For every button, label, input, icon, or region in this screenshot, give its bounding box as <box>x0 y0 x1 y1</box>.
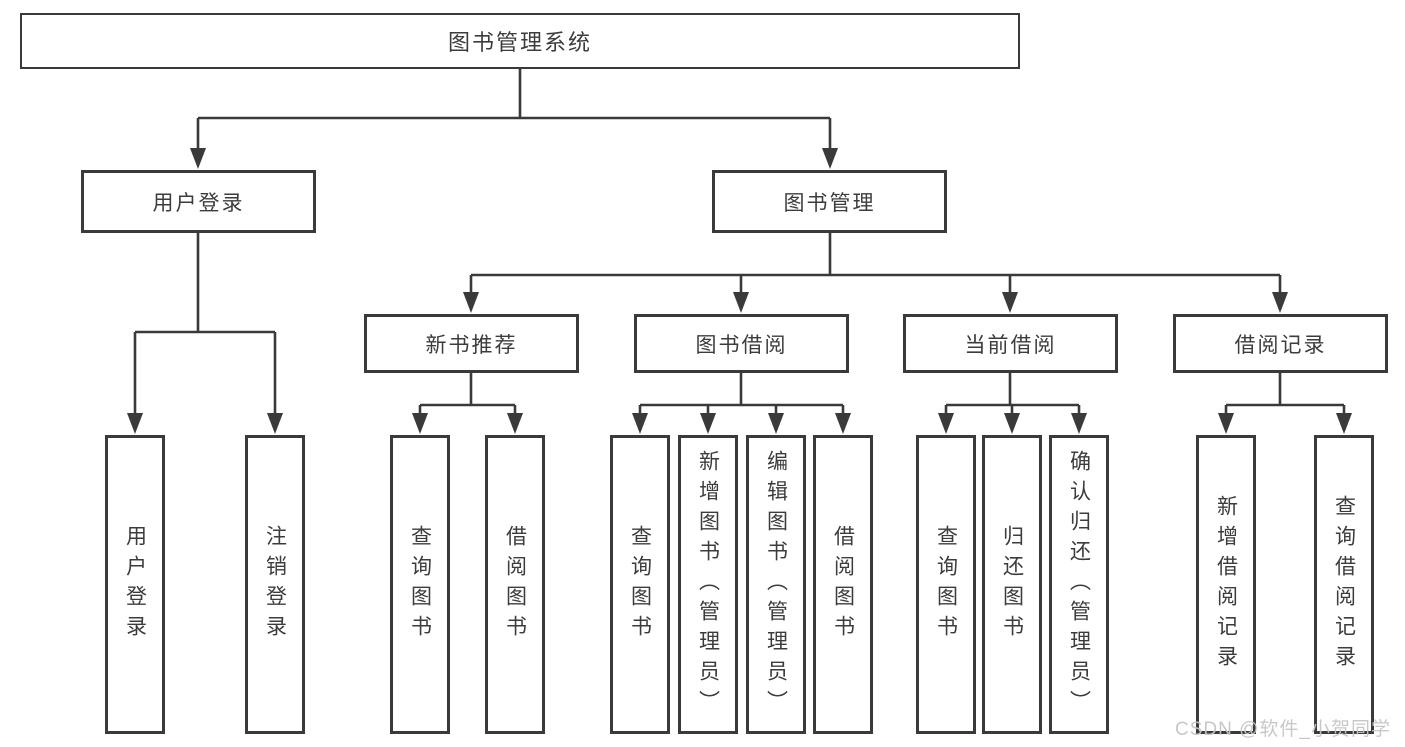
csdn-watermark: CSDN @软件_小贺同学 <box>1175 719 1391 740</box>
leaf-query-books-current: 查询图书 <box>916 435 976 734</box>
leaf-user-login-label: 用户登录 <box>123 524 147 645</box>
leaf-return-book-label: 归还图书 <box>1000 524 1024 645</box>
leaf-query-books-borrow: 查询图书 <box>610 435 670 734</box>
leaf-user-login: 用户登录 <box>105 435 165 734</box>
leaf-query-books-recommend: 查询图书 <box>390 435 450 734</box>
node-book-borrow: 图书借阅 <box>634 314 849 373</box>
leaf-add-book-admin-label: 新增图书（管理员） <box>696 449 720 720</box>
node-current-borrow: 当前借阅 <box>903 314 1118 373</box>
leaf-query-borrow-record-label: 查询借阅记录 <box>1332 494 1356 675</box>
leaf-borrow-books: 借阅图书 <box>813 435 873 734</box>
leaf-add-borrow-record-label: 新增借阅记录 <box>1214 494 1238 675</box>
leaf-edit-book-admin: 编辑图书（管理员） <box>746 435 806 734</box>
leaf-edit-book-admin-label: 编辑图书（管理员） <box>764 449 788 720</box>
node-book-management-label: 图书管理 <box>783 191 876 215</box>
leaf-logout-label: 注销登录 <box>263 524 287 645</box>
leaf-borrow-books-recommend: 借阅图书 <box>485 435 545 734</box>
node-borrow-records-label: 借阅记录 <box>1234 333 1327 357</box>
leaf-query-books-borrow-label: 查询图书 <box>628 524 652 645</box>
node-root-label: 图书管理系统 <box>447 30 592 55</box>
node-book-management: 图书管理 <box>712 170 947 233</box>
leaf-logout: 注销登录 <box>245 435 305 734</box>
arrowheads <box>127 148 1352 434</box>
leaf-query-books-current-label: 查询图书 <box>934 524 958 645</box>
leaf-confirm-return-admin-label: 确认归还（管理员） <box>1067 449 1091 720</box>
node-borrow-records: 借阅记录 <box>1173 314 1388 373</box>
leaf-confirm-return-admin: 确认归还（管理员） <box>1049 435 1109 734</box>
node-new-book-recommend-label: 新书推荐 <box>425 333 518 357</box>
leaf-query-books-recommend-label: 查询图书 <box>408 524 432 645</box>
leaf-add-borrow-record: 新增借阅记录 <box>1196 435 1256 734</box>
node-user-login-label: 用户登录 <box>152 191 245 215</box>
node-current-borrow-label: 当前借阅 <box>964 333 1057 357</box>
node-user-login: 用户登录 <box>81 170 316 233</box>
leaf-borrow-books-label: 借阅图书 <box>831 524 855 645</box>
node-book-borrow-label: 图书借阅 <box>695 333 788 357</box>
node-root: 图书管理系统 <box>20 13 1020 69</box>
leaf-return-book: 归还图书 <box>982 435 1042 734</box>
leaf-borrow-books-recommend-label: 借阅图书 <box>503 524 527 645</box>
leaf-query-borrow-record: 查询借阅记录 <box>1314 435 1374 734</box>
leaf-add-book-admin: 新增图书（管理员） <box>678 435 738 734</box>
node-new-book-recommend: 新书推荐 <box>364 314 579 373</box>
